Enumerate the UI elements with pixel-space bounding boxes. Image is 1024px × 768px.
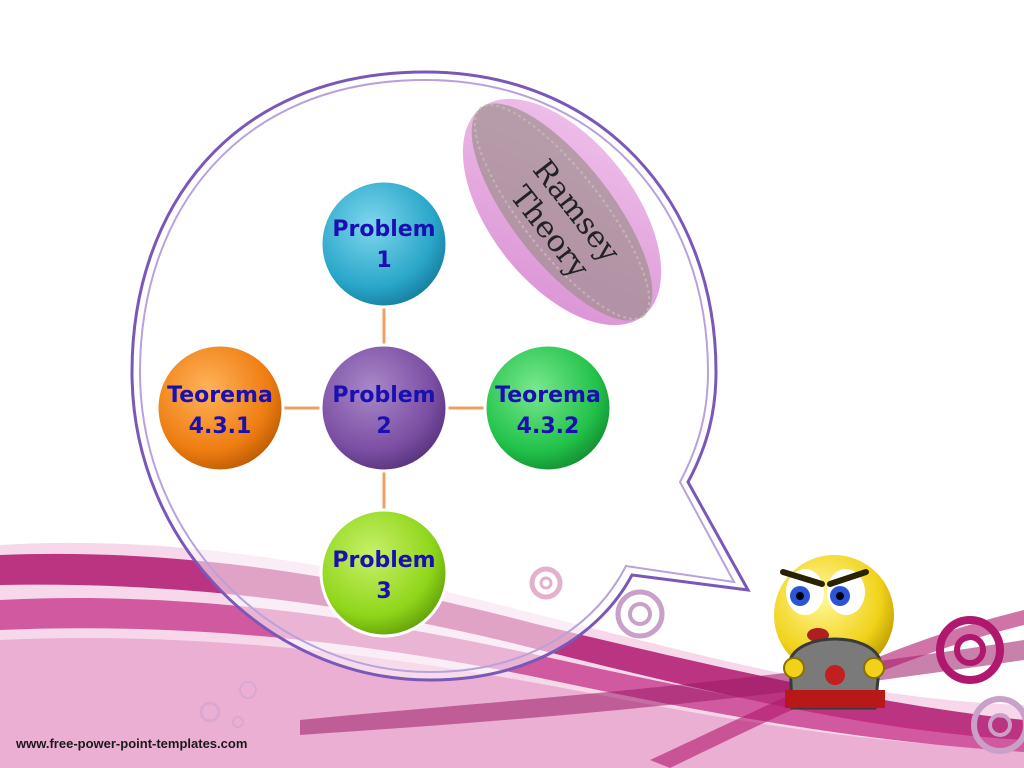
title-badge: Ramsey Theory: [462, 98, 662, 326]
node-problem-2: Problem 2: [319, 343, 449, 473]
footer-url: www.free-power-point-templates.com: [16, 736, 248, 751]
speech-bubble-inner: [138, 78, 736, 674]
node-problem-1-line2: 1: [376, 248, 391, 273]
node-problem-2-line1: Problem: [332, 383, 435, 408]
node-teorema-4-3-1-line2: 4.3.1: [189, 414, 252, 439]
node-problem-1-line1: Problem: [332, 217, 435, 242]
node-problem-1: Problem 1: [319, 179, 449, 309]
node-teorema-4-3-2-line1: Teorema: [495, 383, 601, 408]
diagram-connectors: [282, 305, 486, 510]
node-teorema-4-3-1: Teorema 4.3.1: [155, 343, 285, 473]
node-teorema-4-3-1-line1: Teorema: [167, 383, 273, 408]
node-teorema-4-3-2-line2: 4.3.2: [517, 414, 580, 439]
node-problem-3-line2: 3: [376, 579, 391, 604]
node-problem-3: Problem 3: [319, 508, 449, 638]
driver-emoticon-image: [774, 555, 894, 710]
node-problem-2-line2: 2: [376, 414, 391, 439]
node-problem-3-line1: Problem: [332, 548, 435, 573]
node-teorema-4-3-2: Teorema 4.3.2: [483, 343, 613, 473]
